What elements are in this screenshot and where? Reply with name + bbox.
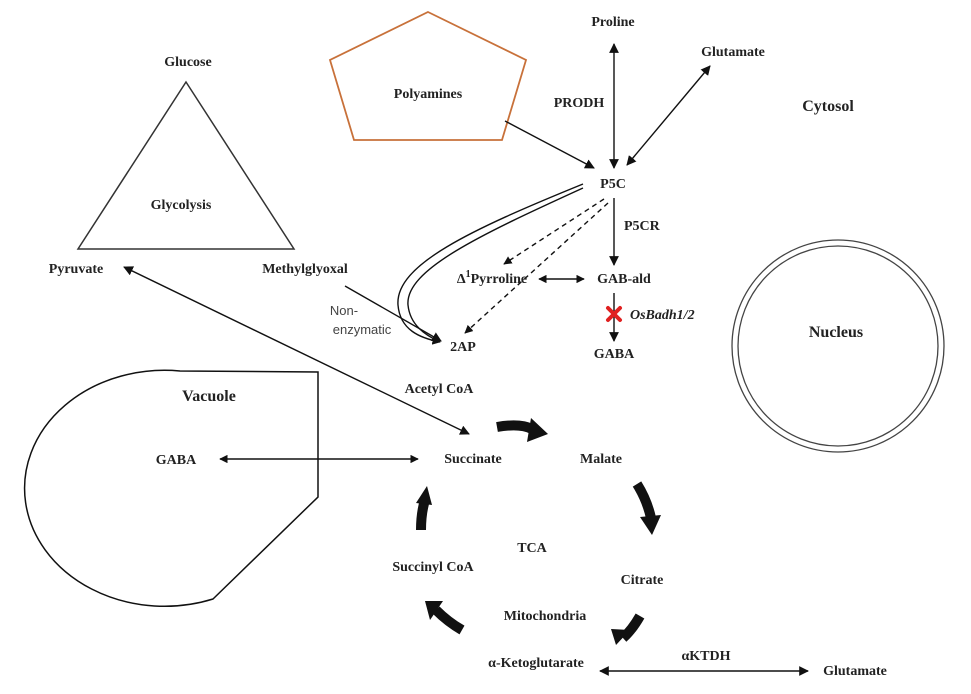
polyamines-pentagon	[328, 10, 528, 141]
vacuole-shape	[23, 369, 319, 608]
label-citrate: Citrate	[621, 573, 664, 588]
p5c-2ap-curve-outer	[397, 183, 584, 345]
pyruvate-succinate-arrow	[123, 266, 470, 435]
label-glutamate-top: Glutamate	[701, 45, 765, 60]
nucleus-inner-ring	[737, 245, 939, 447]
label-tca: TCA	[517, 541, 547, 556]
tca-arrow-malate-citrate	[632, 481, 661, 535]
tca-arrow-succinylcoa-succinate	[416, 486, 432, 531]
label-a-ketoglutarate: α-Ketoglutarate	[488, 656, 584, 671]
cross-mark-icon	[606, 306, 622, 322]
glycolysis-triangle	[76, 80, 296, 250]
label-superscript-one: 1	[466, 269, 471, 280]
label-aktdh: αKTDH	[681, 649, 730, 664]
tca-arrow-succinate-malate	[496, 418, 548, 442]
p5c-2ap-curve-inner	[407, 187, 584, 343]
tca-arrow-ketoglutarate-succinylcoa	[425, 601, 465, 635]
label-malate: Malate	[580, 452, 622, 467]
label-pyruvate: Pyruvate	[49, 262, 103, 277]
polyamines-p5c-arrow	[504, 120, 595, 169]
label-methylglyoxal: Methylglyoxal	[262, 262, 348, 277]
label-p5c: P5C	[600, 177, 626, 192]
label-delta-pyrroline: Δ1Pyrroline	[457, 269, 527, 287]
nucleus-outer-ring	[731, 239, 945, 453]
label-vacuole: Vacuole	[182, 388, 236, 405]
label-p5cr: P5CR	[624, 219, 661, 234]
tca-arrow-citrate-ketoglutarate	[611, 613, 645, 645]
label-acetyl-coa: Acetyl CoA	[405, 382, 475, 397]
label-polyamines: Polyamines	[394, 87, 463, 102]
label-non: Non-	[330, 303, 358, 318]
label-mitochondria: Mitochondria	[504, 609, 586, 624]
label-gaba-vacuole: GABA	[156, 453, 197, 468]
label-prodh: PRODH	[554, 96, 605, 111]
p5c-pyrroline-dashed-arrow	[503, 198, 605, 265]
label-glutamate-bottom: Glutamate	[823, 664, 887, 679]
label-glycolysis: Glycolysis	[151, 198, 212, 213]
label-2ap: 2AP	[450, 340, 476, 355]
glutamate-p5c-arrow	[626, 65, 711, 166]
p5c-2ap-dashed-arrow	[464, 202, 609, 334]
label-glucose: Glucose	[164, 55, 211, 70]
label-delta: Δ	[457, 272, 466, 287]
label-nucleus: Nucleus	[809, 324, 863, 341]
label-osbadh: OsBadh1/2	[630, 308, 695, 323]
label-gaba-cytosol: GABA	[594, 347, 635, 362]
label-cytosol: Cytosol	[802, 98, 854, 115]
label-proline: Proline	[591, 15, 634, 30]
label-gab-ald: GAB-ald	[597, 272, 651, 287]
label-pyrroline: Pyrroline	[471, 272, 528, 287]
label-enzymatic: enzymatic	[333, 322, 392, 337]
label-succinate: Succinate	[444, 452, 502, 467]
label-succinyl-coa: Succinyl CoA	[392, 560, 474, 575]
